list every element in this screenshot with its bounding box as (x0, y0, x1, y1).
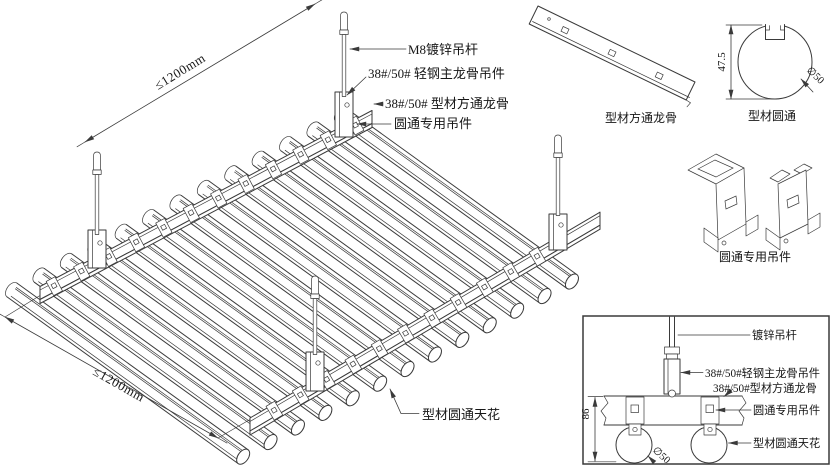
caption-square-keel: 型材方通龙骨 (605, 110, 677, 125)
box-label-clamp: 38#/50#轻钢主龙骨吊件 (705, 366, 820, 380)
dim-86-label: 86 (580, 408, 592, 420)
box-label-keel: 38#/50#型材方通龙骨 (713, 381, 817, 395)
main-callouts: M8镀锌吊杆 38#/50# 轻钢主龙骨吊件 38#/50# 型材方通龙骨 圆通… (346, 42, 509, 422)
label-tube-clip: 圆通专用吊件 (394, 116, 472, 131)
part-round-tube: 47.5 ∅50 型材圆通 (716, 20, 826, 123)
part-tube-clips: 圆通专用吊件 (687, 153, 821, 264)
part-square-keel: 型材方通龙骨 (528, 5, 696, 125)
box-callouts: 镀锌吊杆 38#/50#轻钢主龙骨吊件 38#/50#型材方通龙骨 圆通专用吊件… (677, 328, 820, 450)
section-detail-box: 86 ∅50 镀锌吊杆 38#/50#轻钢主龙骨吊件 38#/50#型材方通龙骨… (580, 315, 830, 466)
dim-section-height: 86 (580, 396, 617, 463)
hanger-rod-right (548, 134, 568, 251)
clip-left (687, 153, 759, 253)
hanger-rod-bottom (305, 275, 325, 392)
label-main-keel-clamp: 38#/50# 轻钢主龙骨吊件 (368, 66, 505, 81)
dim-475-label: 47.5 (716, 52, 728, 72)
back-keel (39, 110, 373, 304)
hanger-rod-top (334, 11, 354, 138)
label-square-keel: 38#/50# 型材方通龙骨 (385, 96, 509, 111)
box-label-ceiling: 型材圆通天花 (753, 436, 820, 450)
box-label-clip: 圆通专用吊件 (753, 403, 820, 417)
dim-tube-height: 47.5 (716, 24, 778, 100)
label-m8-rod: M8镀锌吊杆 (408, 42, 478, 57)
caption-tube-clip: 圆通专用吊件 (719, 249, 791, 264)
label-tube-ceiling: 型材圆通天花 (422, 407, 500, 422)
caption-round-tube: 型材圆通 (748, 109, 796, 123)
box-label-rod: 镀锌吊杆 (752, 328, 797, 342)
hanger-rod-left (87, 151, 107, 269)
clip-right (765, 163, 821, 251)
